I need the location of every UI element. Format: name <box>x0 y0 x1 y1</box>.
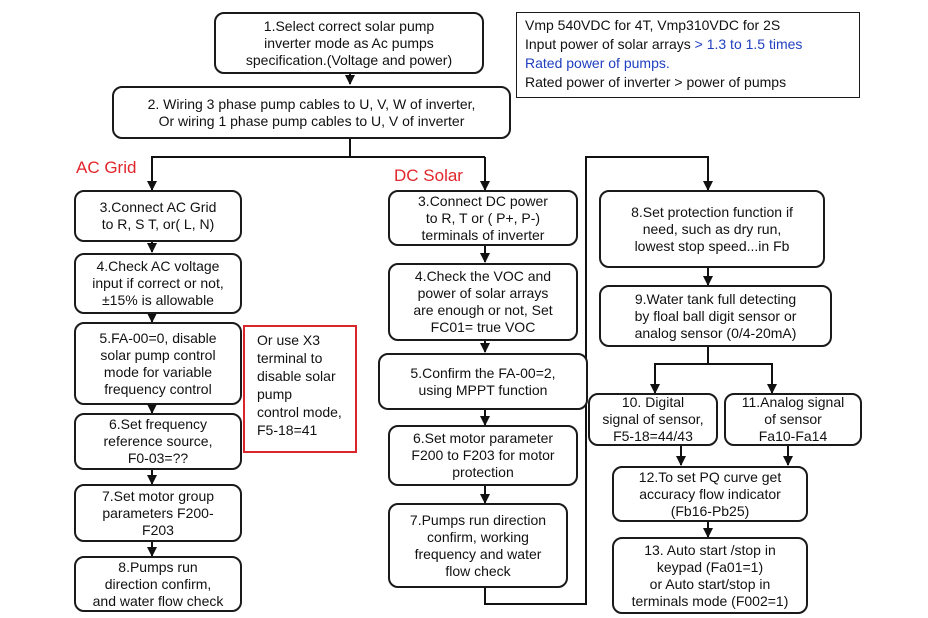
note-line-input-power-text: Input power of solar arrays <box>525 36 695 52</box>
heading-dc-solar: DC Solar <box>394 166 463 185</box>
ac-step-4-check-voltage: 4.Check AC voltage input if correct or n… <box>74 253 242 314</box>
dc-step-4-check-voc: 4.Check the VOC and power of solar array… <box>388 263 578 341</box>
connector-2-split <box>147 139 351 191</box>
ac-step-6-frequency-source: 6.Set frequency reference source, F0-03=… <box>74 413 242 470</box>
note-line-input-power: Input power of solar arrays > 1.3 to 1.5… <box>525 35 851 54</box>
note-line-input-power-ratio: > 1.3 to 1.5 times <box>694 36 803 52</box>
note-line-voltage: Vmp 540VDC for 4T, Vmp310VDC for 2S <box>525 17 781 33</box>
step-10-digital-sensor: 10. Digital signal of sensor, F5-18=44/4… <box>588 393 718 446</box>
step-1-select-mode: 1.Select correct solar pump inverter mod… <box>214 12 484 74</box>
step-9-water-tank: 9.Water tank full detecting by floal bal… <box>599 285 832 347</box>
connector-p-9-split <box>650 347 709 394</box>
ac-step-3-connect-grid: 3.Connect AC Grid to R, S T, or( L, N) <box>74 190 242 242</box>
ac-alternative-x3-note: Or use X3 terminal to disable solar pump… <box>243 325 357 453</box>
step-8-protection: 8.Set protection function if need, such … <box>599 190 825 268</box>
ac-step-5-disable-solar: 5.FA-00=0, disable solar pump control mo… <box>74 322 242 405</box>
dc-step-6-motor-params: 6.Set motor parameter F200 to F203 for m… <box>388 425 578 486</box>
ac-step-7-motor-params: 7.Set motor group parameters F200- F203 <box>74 484 242 542</box>
connector-p-9-split-right <box>708 363 777 394</box>
step-12-pq-curve: 12.To set PQ curve get accuracy flow ind… <box>612 466 808 522</box>
step-2-wiring: 2. Wiring 3 phase pump cables to U, V, W… <box>112 86 511 139</box>
step-13-auto-start-stop: 13. Auto start /stop in keypad (Fa01=1) … <box>612 537 808 614</box>
note-line-inverter-power: Rated power of inverter > power of pumps <box>525 74 787 90</box>
dc-step-5-confirm-mppt: 5.Confirm the FA-00=2, using MPPT functi… <box>378 353 588 410</box>
step-11-analog-sensor: 11.Analog signal of sensor Fa10-Fa14 <box>724 393 862 446</box>
dc-step-3-connect-dc: 3.Connect DC power to R, T or ( P+, P-) … <box>388 190 578 246</box>
note-line-rated-pumps: Rated power of pumps. <box>525 55 670 71</box>
dc-step-7-pumps-run: 7.Pumps run direction confirm, working f… <box>388 503 568 588</box>
ac-step-8-pumps-run: 8.Pumps run direction confirm, and water… <box>74 556 242 612</box>
heading-ac-grid: AC Grid <box>76 158 137 177</box>
requirements-note: Vmp 540VDC for 4T, Vmp310VDC for 2S Inpu… <box>516 12 860 98</box>
